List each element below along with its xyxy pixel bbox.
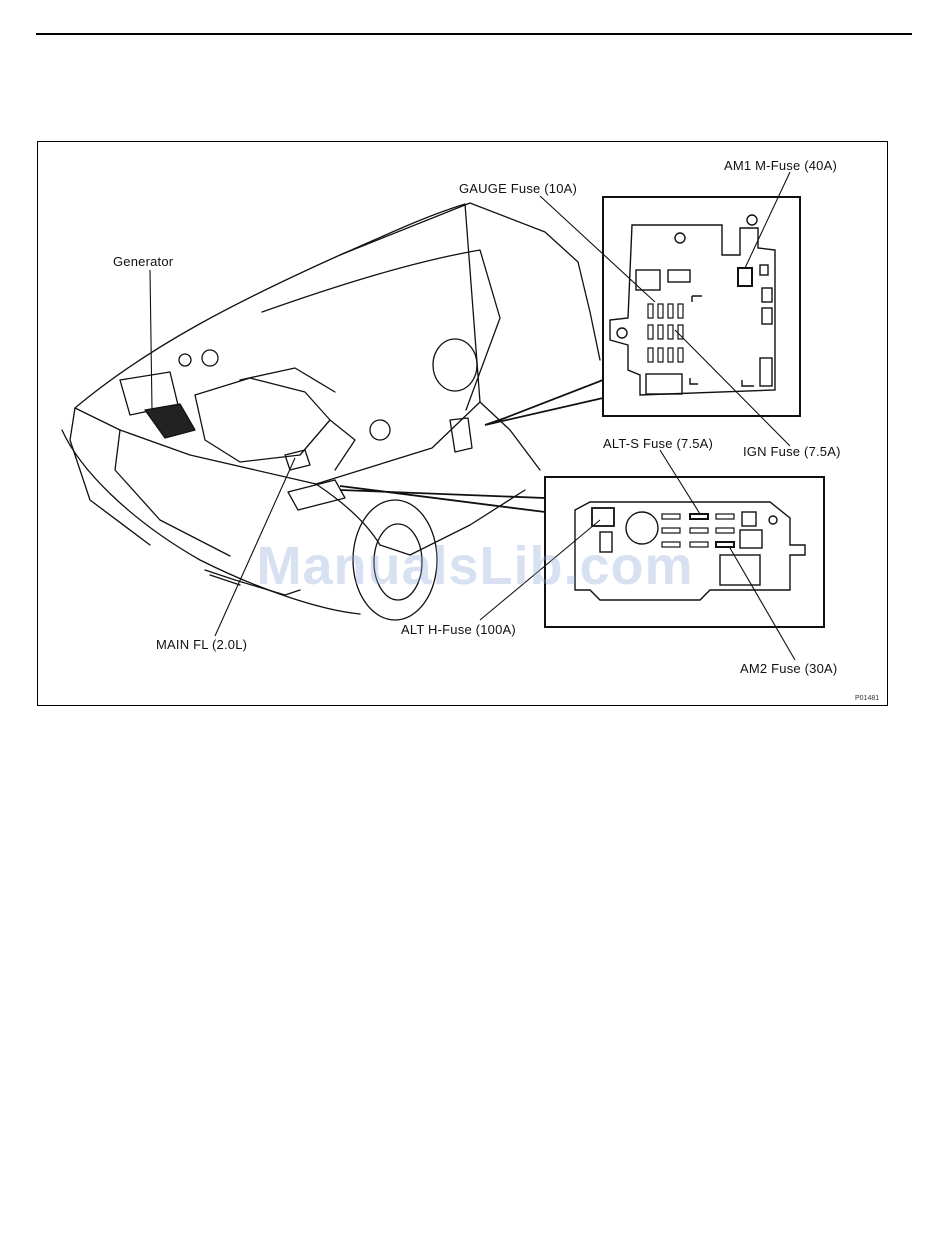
generator-label: Generator: [113, 254, 173, 269]
upper-inset-box: [603, 197, 800, 416]
ign-fuse-label: IGN Fuse (7.5A): [743, 444, 841, 459]
main-fl-label: MAIN FL (2.0L): [156, 637, 247, 652]
car-roof: [340, 203, 578, 262]
watermark: ManualsLib.com: [0, 535, 950, 597]
am1-fuse-label: AM1 M-Fuse (40A): [724, 158, 837, 173]
gauge-fuse-label: GAUGE Fuse (10A): [459, 181, 577, 196]
alts-fuse-label: ALT-S Fuse (7.5A): [603, 436, 713, 451]
figure-code: P01481: [855, 695, 879, 702]
car-hood-outline: [75, 204, 480, 484]
am2-fuse-label: AM2 Fuse (30A): [740, 661, 837, 676]
engine-block: [195, 378, 330, 462]
alt-h-fuse-label: ALT H-Fuse (100A): [401, 622, 516, 637]
